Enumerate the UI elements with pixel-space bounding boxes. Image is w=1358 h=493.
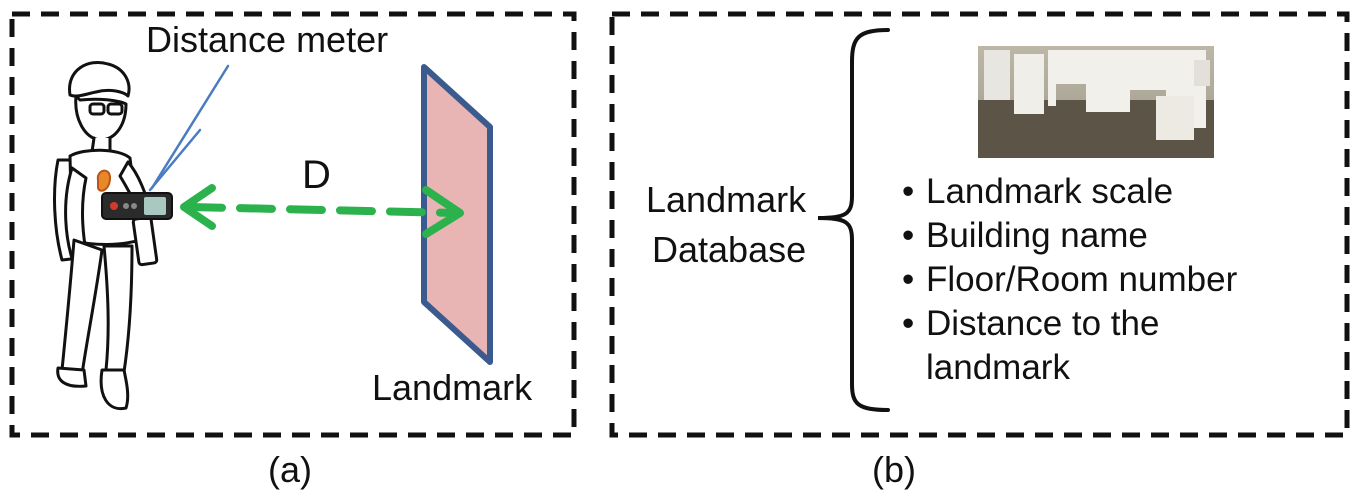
distance-meter-label: Distance meter [146, 19, 389, 60]
bullet-icon: • [902, 304, 915, 343]
panel-b-frame [609, 11, 1350, 438]
attribute-list: • Landmark scale • Building name • Floor… [902, 170, 1237, 390]
attribute-text: Floor/Room number [926, 260, 1238, 299]
attribute-item: • Distance to the landmark [902, 302, 1237, 390]
landmark-label: Landmark [372, 367, 533, 408]
attribute-item: • Floor/Room number [902, 258, 1237, 302]
landmark-photo [978, 46, 1214, 158]
distance-arrow [180, 184, 464, 238]
database-label-line1: Landmark [646, 179, 807, 220]
attribute-text: Landmark scale [926, 172, 1174, 211]
bullet-icon: • [902, 260, 915, 299]
distance-meter-pointer [148, 64, 230, 192]
caption-b: (b) [872, 449, 916, 490]
database-label-line2: Database [652, 229, 807, 270]
attribute-item: • Building name [902, 214, 1237, 258]
bullet-icon: • [902, 172, 915, 211]
attribute-item: • Landmark scale [902, 170, 1237, 214]
person-illustration [53, 61, 159, 411]
distance-meter-device [101, 192, 173, 220]
bullet-icon: • [902, 216, 915, 255]
panel-a-frame [9, 11, 577, 438]
attribute-text: Building name [926, 216, 1148, 255]
database-brace [817, 28, 890, 412]
attribute-text: Distance to the landmark [926, 304, 1160, 387]
distance-label: D [302, 153, 331, 197]
caption-a: (a) [268, 449, 312, 490]
